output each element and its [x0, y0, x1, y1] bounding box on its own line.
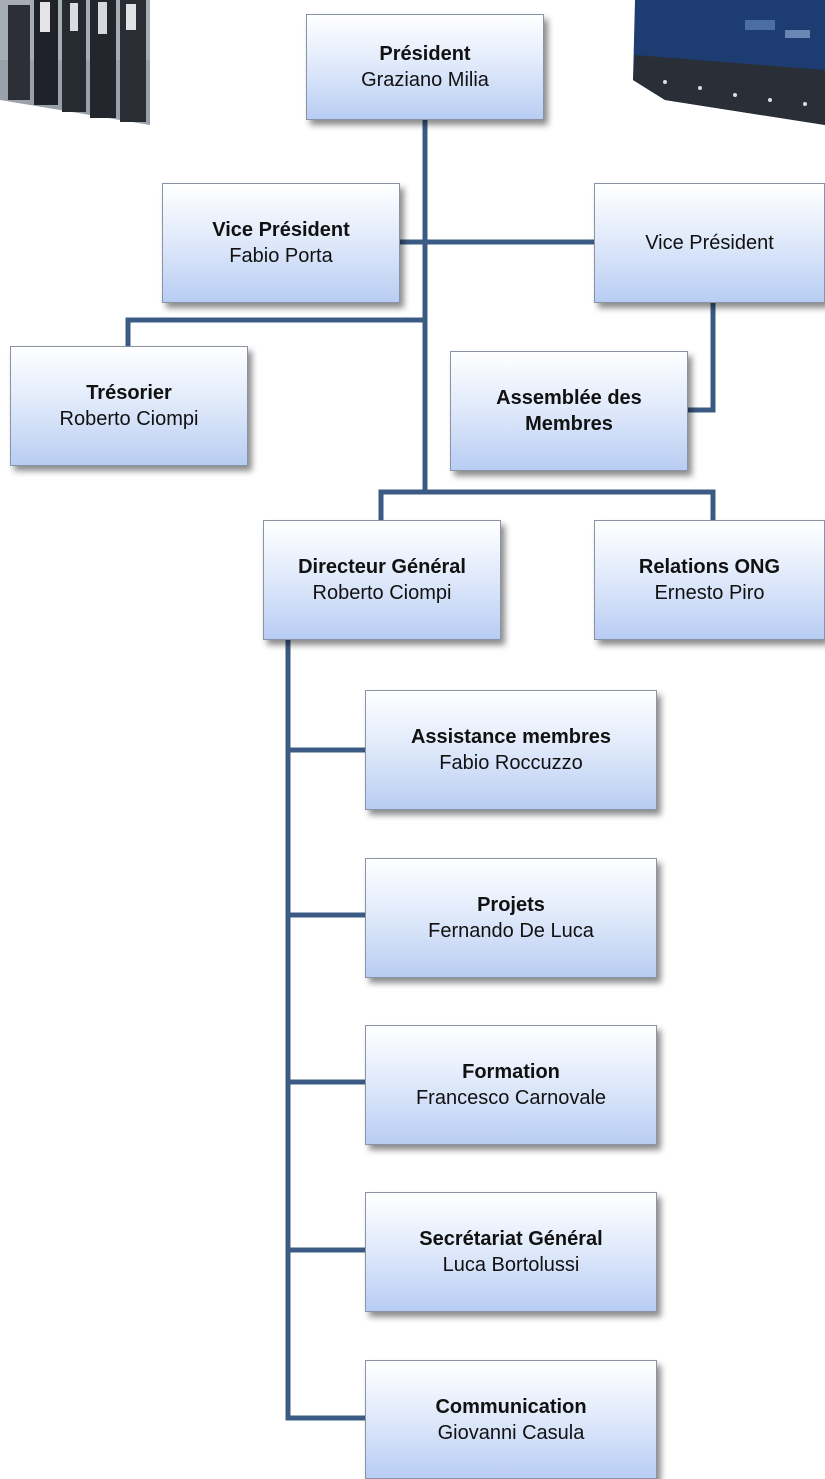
training-box: Formation Francesco Carnovale — [365, 1025, 657, 1145]
projects-box: Projets Fernando De Luca — [365, 858, 657, 978]
treasurer-name: Roberto Ciompi — [59, 408, 199, 430]
members-assembly-title: Assemblée des Membres — [496, 387, 642, 435]
communication-box: Communication Giovanni Casula — [365, 1360, 657, 1479]
president-box: Président Graziano Milia — [306, 14, 544, 120]
communication-name: Giovanni Casula — [437, 1421, 585, 1444]
member-assistance-name: Fabio Roccuzzo — [439, 752, 583, 774]
vice-president-left-name: Fabio Porta — [229, 245, 333, 267]
general-director-name: Roberto Ciompi — [312, 582, 452, 604]
vice-president-right-title: Vice Président — [645, 232, 774, 254]
general-secretariat-name: Luca Bortolussi — [442, 1254, 580, 1276]
communication-title: Communication — [435, 1395, 587, 1418]
projects-title: Projets — [477, 894, 545, 916]
general-secretariat-title: Secrétariat Général — [419, 1228, 603, 1250]
ngo-relations-title: Relations ONG — [638, 556, 781, 578]
projects-name: Fernando De Luca — [428, 920, 594, 942]
meeting-photo-right — [625, 0, 825, 130]
vice-president-right-box: Vice Président — [594, 183, 825, 303]
members-assembly-box: Assemblée des Membres — [450, 351, 688, 471]
vice-president-left-box: Vice Président Fabio Porta — [162, 183, 400, 303]
ngo-relations-box: Relations ONG Ernesto Piro — [594, 520, 825, 640]
treasurer-box: Trésorier Roberto Ciompi — [10, 346, 248, 466]
treasurer-title: Trésorier — [86, 382, 172, 404]
general-director-title: Directeur Général — [298, 556, 466, 578]
group-photo-left — [0, 0, 150, 160]
vice-president-left-title: Vice Président — [212, 219, 350, 241]
ngo-relations-name: Ernesto Piro — [654, 582, 765, 604]
general-director-box: Directeur Général Roberto Ciompi — [263, 520, 501, 640]
training-name: Francesco Carnovale — [415, 1087, 607, 1109]
member-assistance-title: Assistance membres — [410, 726, 612, 748]
president-name: Graziano Milia — [361, 69, 489, 91]
member-assistance-box: Assistance membres Fabio Roccuzzo — [365, 690, 657, 810]
president-title: Président — [379, 43, 471, 65]
training-title: Formation — [462, 1061, 560, 1083]
general-secretariat-box: Secrétariat Général Luca Bortolussi — [365, 1192, 657, 1312]
